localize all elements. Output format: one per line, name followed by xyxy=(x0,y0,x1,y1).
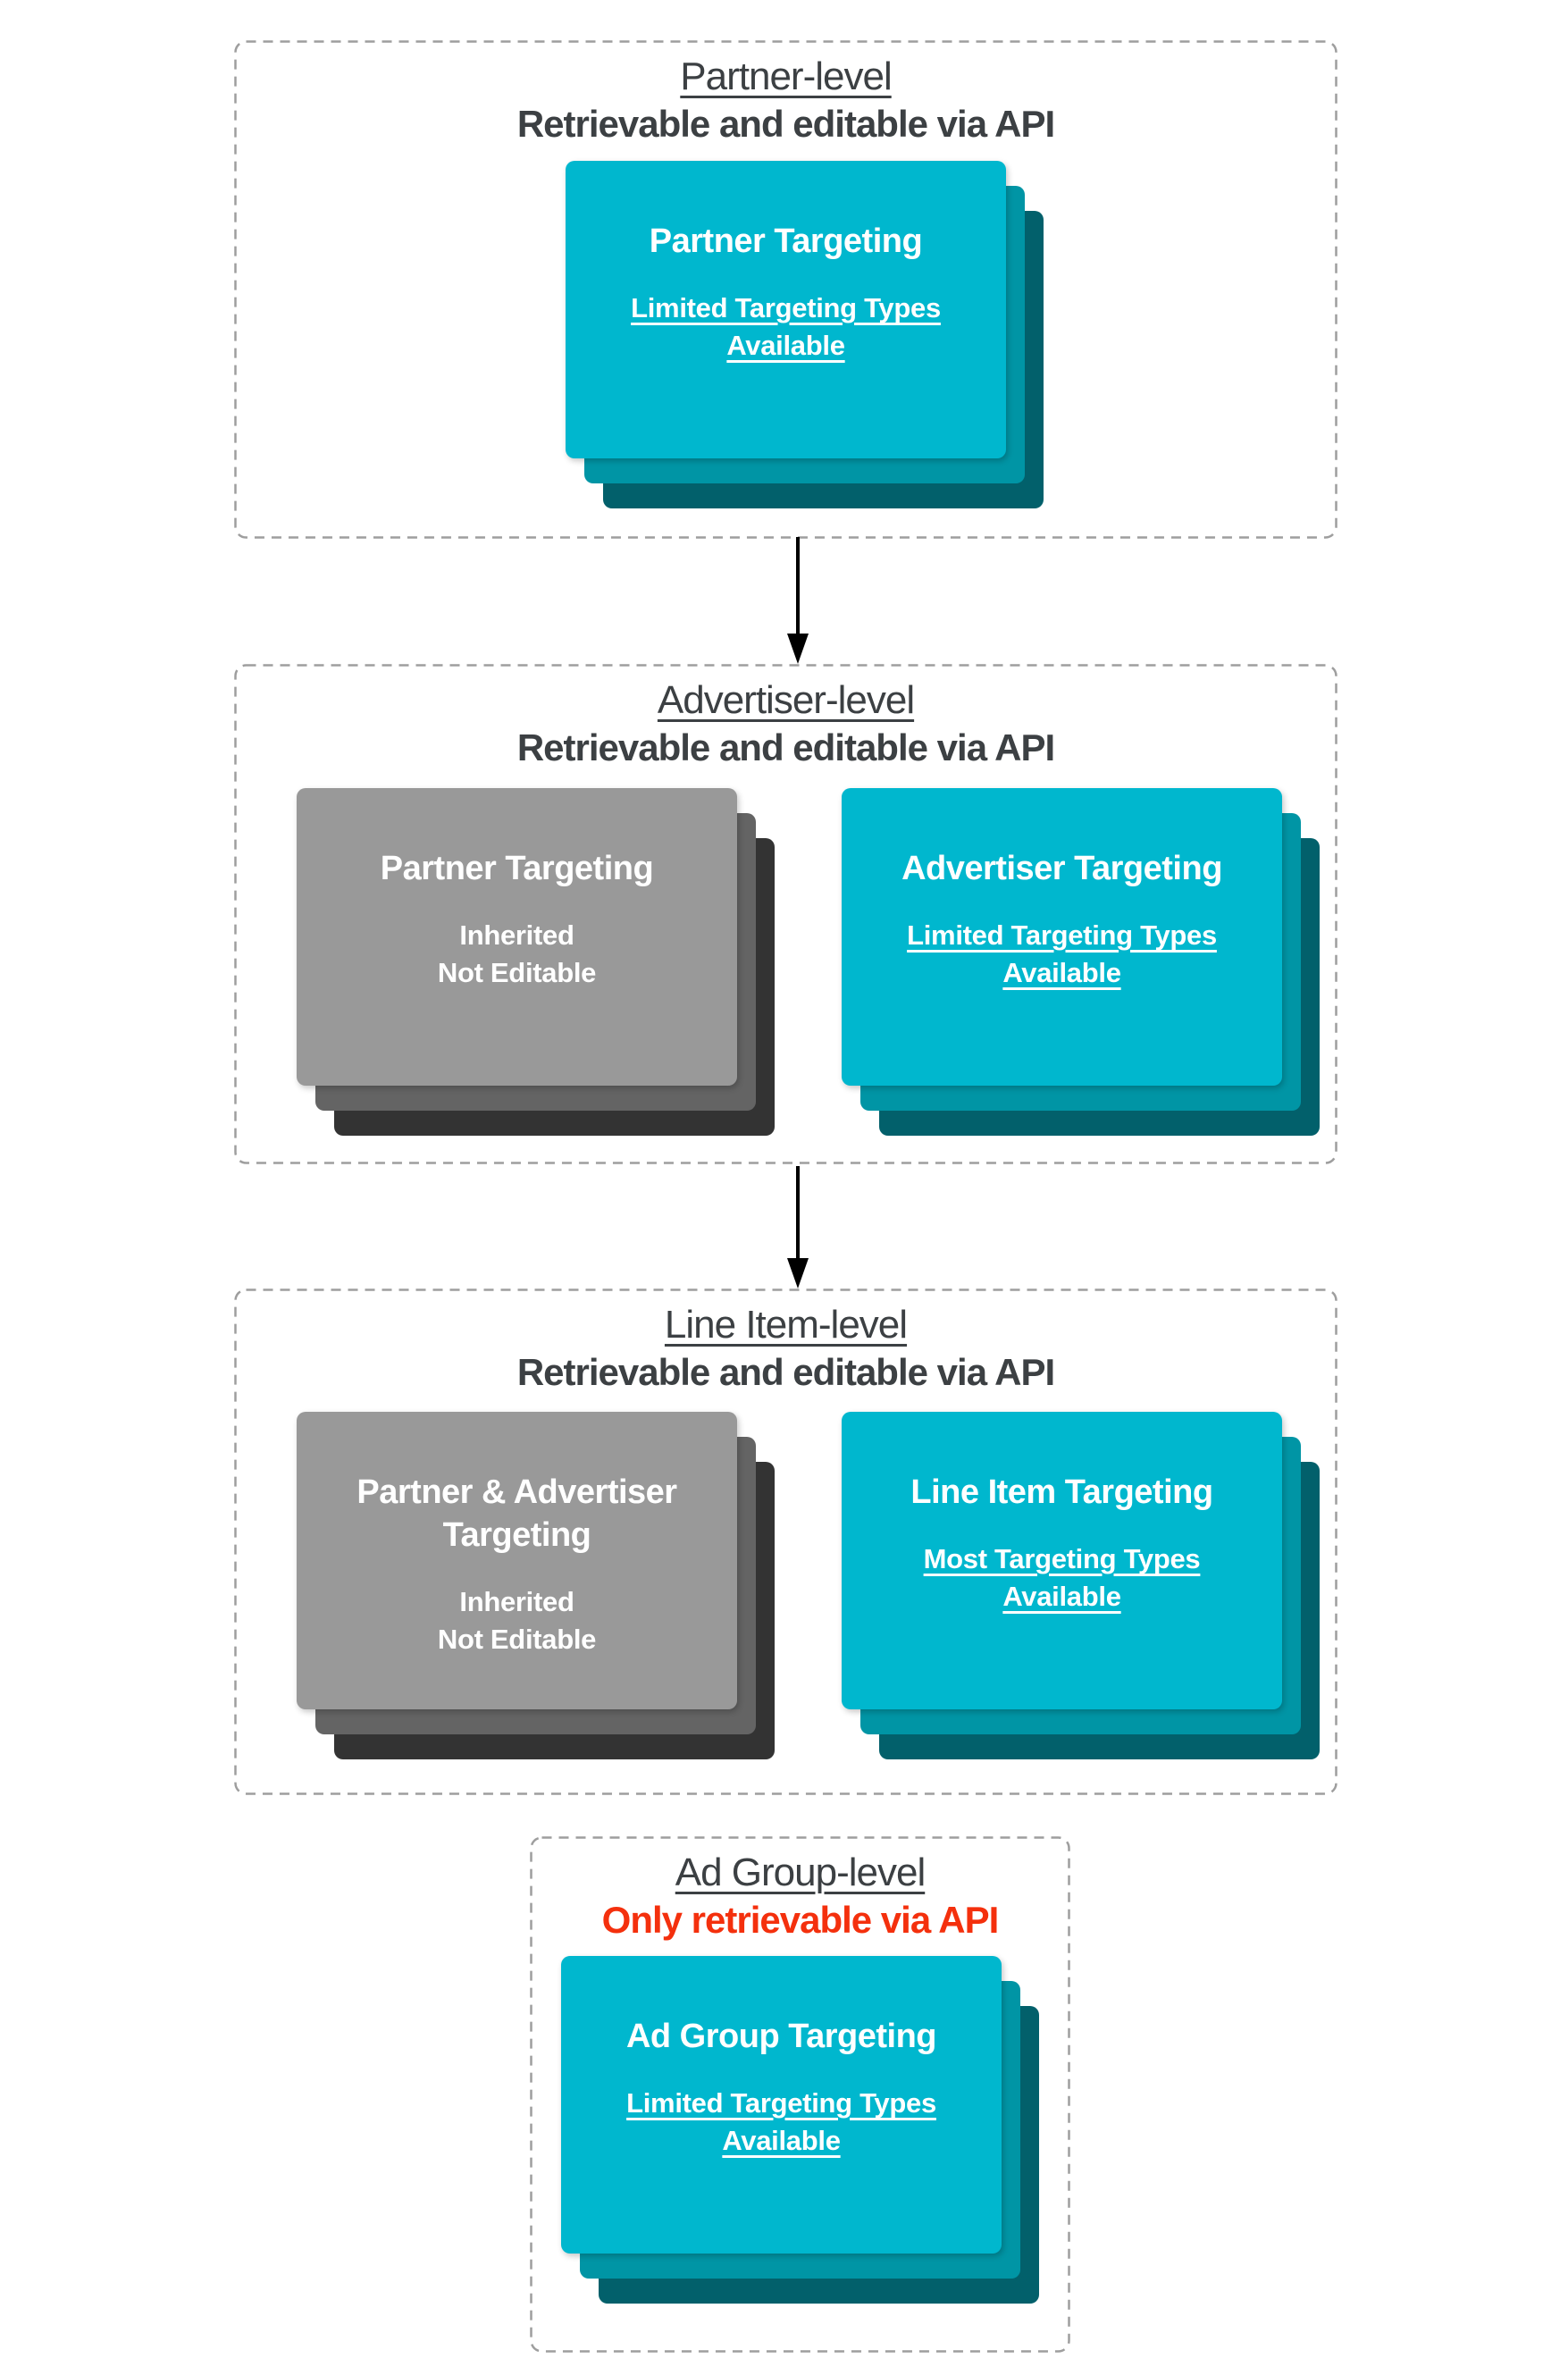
card-line-item-targeting: Line Item Targeting Most Targeting Types… xyxy=(842,1412,1282,1709)
card-subtitle-line-2: Not Editable xyxy=(437,1624,597,1655)
section-advertiser-level: Advertiser-level Retrievable and editabl… xyxy=(234,664,1337,1164)
card-title: Line Item Targeting xyxy=(910,1473,1213,1511)
section-title: Line Item-level xyxy=(664,1303,908,1347)
card-partner-advertiser-targeting: Partner & Advertiser Targeting Inherited… xyxy=(297,1412,737,1709)
card-stack-partner-targeting: Partner Targeting Limited Targeting Type… xyxy=(566,161,1044,508)
card-subtitle-line-1: Limited Targeting Types xyxy=(907,919,1217,951)
card-subtitle: Limited Targeting Types Available xyxy=(863,917,1261,992)
down-arrow-icon xyxy=(787,537,809,664)
card-stack-advertiser-targeting: Advertiser Targeting Limited Targeting T… xyxy=(842,788,1320,1136)
card-subtitle-line-2: Available xyxy=(722,2125,841,2156)
section-title: Advertiser-level xyxy=(657,678,915,722)
card-title: Partner Targeting xyxy=(380,850,654,887)
section-line-item-level: Line Item-level Retrievable and editable… xyxy=(234,1288,1337,1795)
card-stack-partner-advertiser-targeting: Partner & Advertiser Targeting Inherited… xyxy=(297,1412,775,1759)
section-subtitle: Only retrievable via API xyxy=(601,1899,1000,1941)
card-subtitle: Most Targeting Types Available xyxy=(863,1540,1261,1616)
section-subtitle: Retrievable and editable via API xyxy=(516,103,1055,145)
card-subtitle-line-1: Limited Targeting Types xyxy=(631,292,941,323)
section-subtitle: Retrievable and editable via API xyxy=(516,1351,1055,1393)
card-subtitle-line-2: Not Editable xyxy=(437,957,597,988)
card-title: Partner & Advertiser Targeting xyxy=(356,1473,677,1554)
card-stack-partner-targeting-inherited: Partner Targeting Inherited Not Editable xyxy=(297,788,775,1136)
card-partner-targeting: Partner Targeting Limited Targeting Type… xyxy=(566,161,1006,458)
card-stack-ad-group-targeting: Ad Group Targeting Limited Targeting Typ… xyxy=(561,1956,1039,2304)
card-partner-targeting-inherited: Partner Targeting Inherited Not Editable xyxy=(297,788,737,1086)
card-subtitle-line-1: Limited Targeting Types xyxy=(626,2087,936,2119)
card-subtitle-line-1: Inherited xyxy=(459,1586,574,1617)
card-subtitle-line-1: Most Targeting Types xyxy=(923,1543,1201,1574)
card-advertiser-targeting: Advertiser Targeting Limited Targeting T… xyxy=(842,788,1282,1086)
card-stack-line-item-targeting: Line Item Targeting Most Targeting Types… xyxy=(842,1412,1320,1759)
down-arrow-icon xyxy=(787,1166,809,1288)
card-subtitle: Limited Targeting Types Available xyxy=(587,290,985,365)
card-subtitle-line-2: Available xyxy=(726,330,845,361)
card-subtitle: Inherited Not Editable xyxy=(318,1583,716,1658)
card-ad-group-targeting: Ad Group Targeting Limited Targeting Typ… xyxy=(561,1956,1002,2254)
section-title: Ad Group-level xyxy=(675,1851,926,1894)
card-subtitle-line-2: Available xyxy=(1002,1581,1121,1612)
section-subtitle: Retrievable and editable via API xyxy=(516,726,1055,768)
card-subtitle: Inherited Not Editable xyxy=(318,917,716,992)
section-ad-group-level: Ad Group-level Only retrievable via API … xyxy=(530,1836,1070,2353)
card-subtitle: Limited Targeting Types Available xyxy=(583,2085,980,2160)
card-subtitle-line-1: Inherited xyxy=(459,919,574,951)
card-title: Partner Targeting xyxy=(649,222,923,260)
card-title: Advertiser Targeting xyxy=(901,850,1222,887)
card-subtitle-line-2: Available xyxy=(1002,957,1121,988)
card-title: Ad Group Targeting xyxy=(625,2018,937,2055)
section-title: Partner-level xyxy=(680,55,892,98)
section-partner-level: Partner-level Retrievable and editable v… xyxy=(234,40,1337,539)
